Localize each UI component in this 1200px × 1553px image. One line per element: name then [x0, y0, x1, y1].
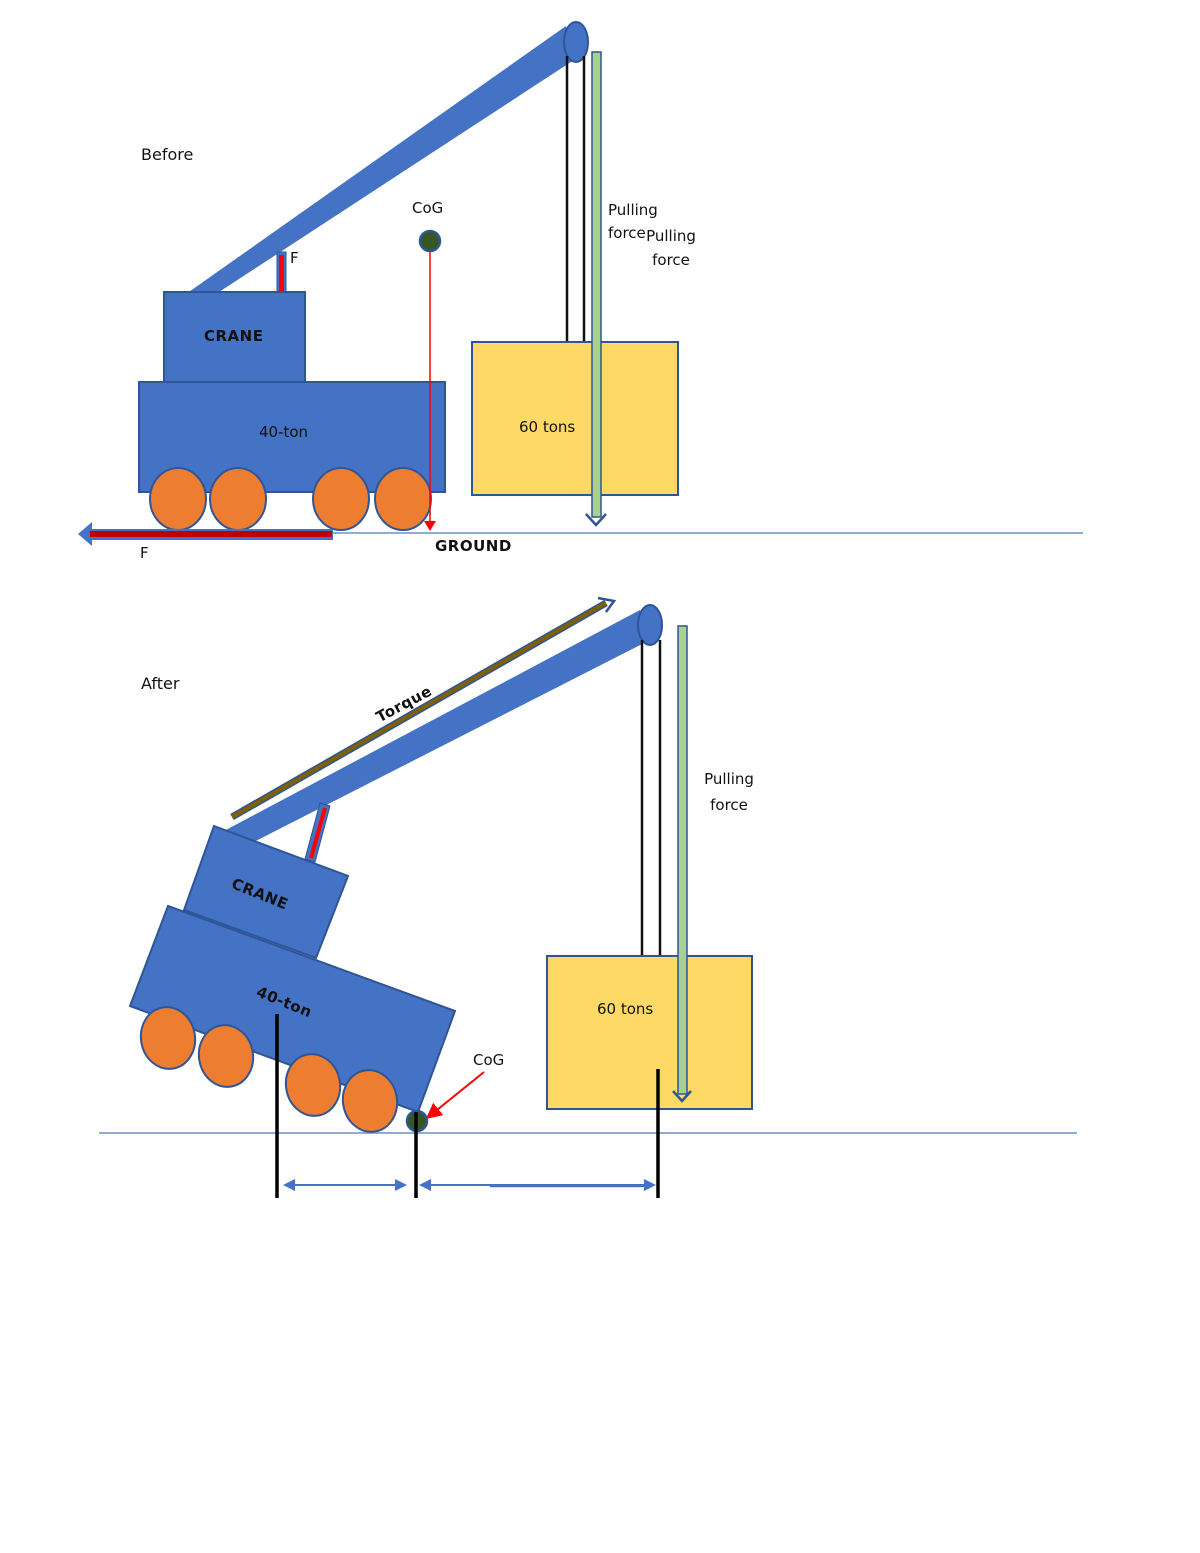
- after-dimension-load-arm: [419, 1179, 656, 1191]
- after-cab: [182, 824, 350, 960]
- before-cog-arrowhead: [424, 521, 436, 531]
- before-pulling-force-arrow: [585, 51, 607, 527]
- after-wheel-3: [284, 1053, 342, 1117]
- after-cog-label: CoG: [473, 1051, 505, 1069]
- after-wheel-2: [197, 1024, 255, 1088]
- before-ground-label: GROUND: [435, 537, 512, 555]
- after-scene: [99, 596, 1077, 1198]
- before-support-force-label: F: [290, 249, 299, 267]
- after-torque-arrow: [230, 596, 617, 821]
- after-wheel-4: [341, 1069, 399, 1133]
- before-cab-label: CRANE: [204, 327, 264, 345]
- before-wheel-1: [149, 467, 207, 531]
- before-title: Before: [141, 145, 194, 164]
- before-pulley: [563, 21, 589, 63]
- before-load-label: 60 tons: [519, 418, 576, 436]
- after-title: After: [141, 674, 180, 693]
- after-cog-pointer: [425, 1071, 485, 1120]
- after-pulling-force-arrow: [672, 625, 692, 1103]
- before-wheel-4: [374, 467, 432, 531]
- after-boom: [222, 610, 650, 848]
- after-pulley: [637, 604, 663, 646]
- before-body-label: 40-ton: [259, 423, 309, 441]
- before-cab: [163, 291, 306, 383]
- before-cog-label: CoG: [412, 199, 444, 217]
- before-pulling-force-label-1: Pulling force: [608, 201, 658, 242]
- before-support-force-bar: [279, 255, 284, 292]
- before-boom: [186, 26, 577, 294]
- before-friction-force-label: F: [140, 544, 149, 562]
- before-load-box: [471, 341, 679, 496]
- before-wheel-2: [209, 467, 267, 531]
- before-cog-dot: [418, 229, 442, 253]
- after-pulling-force-label: Pulling force: [704, 770, 754, 815]
- after-support-force-bar: [309, 807, 327, 859]
- before-friction-arrow: [78, 522, 333, 546]
- after-load-label: 60 tons: [597, 1000, 654, 1018]
- before-pulling-force-label-2: Pulling force: [646, 227, 696, 269]
- before-wheel-3: [312, 467, 370, 531]
- before-scene: [78, 21, 1083, 546]
- after-load-box: [546, 955, 753, 1110]
- after-dimension-crane-arm: [283, 1179, 407, 1191]
- after-wheel-1: [139, 1006, 197, 1070]
